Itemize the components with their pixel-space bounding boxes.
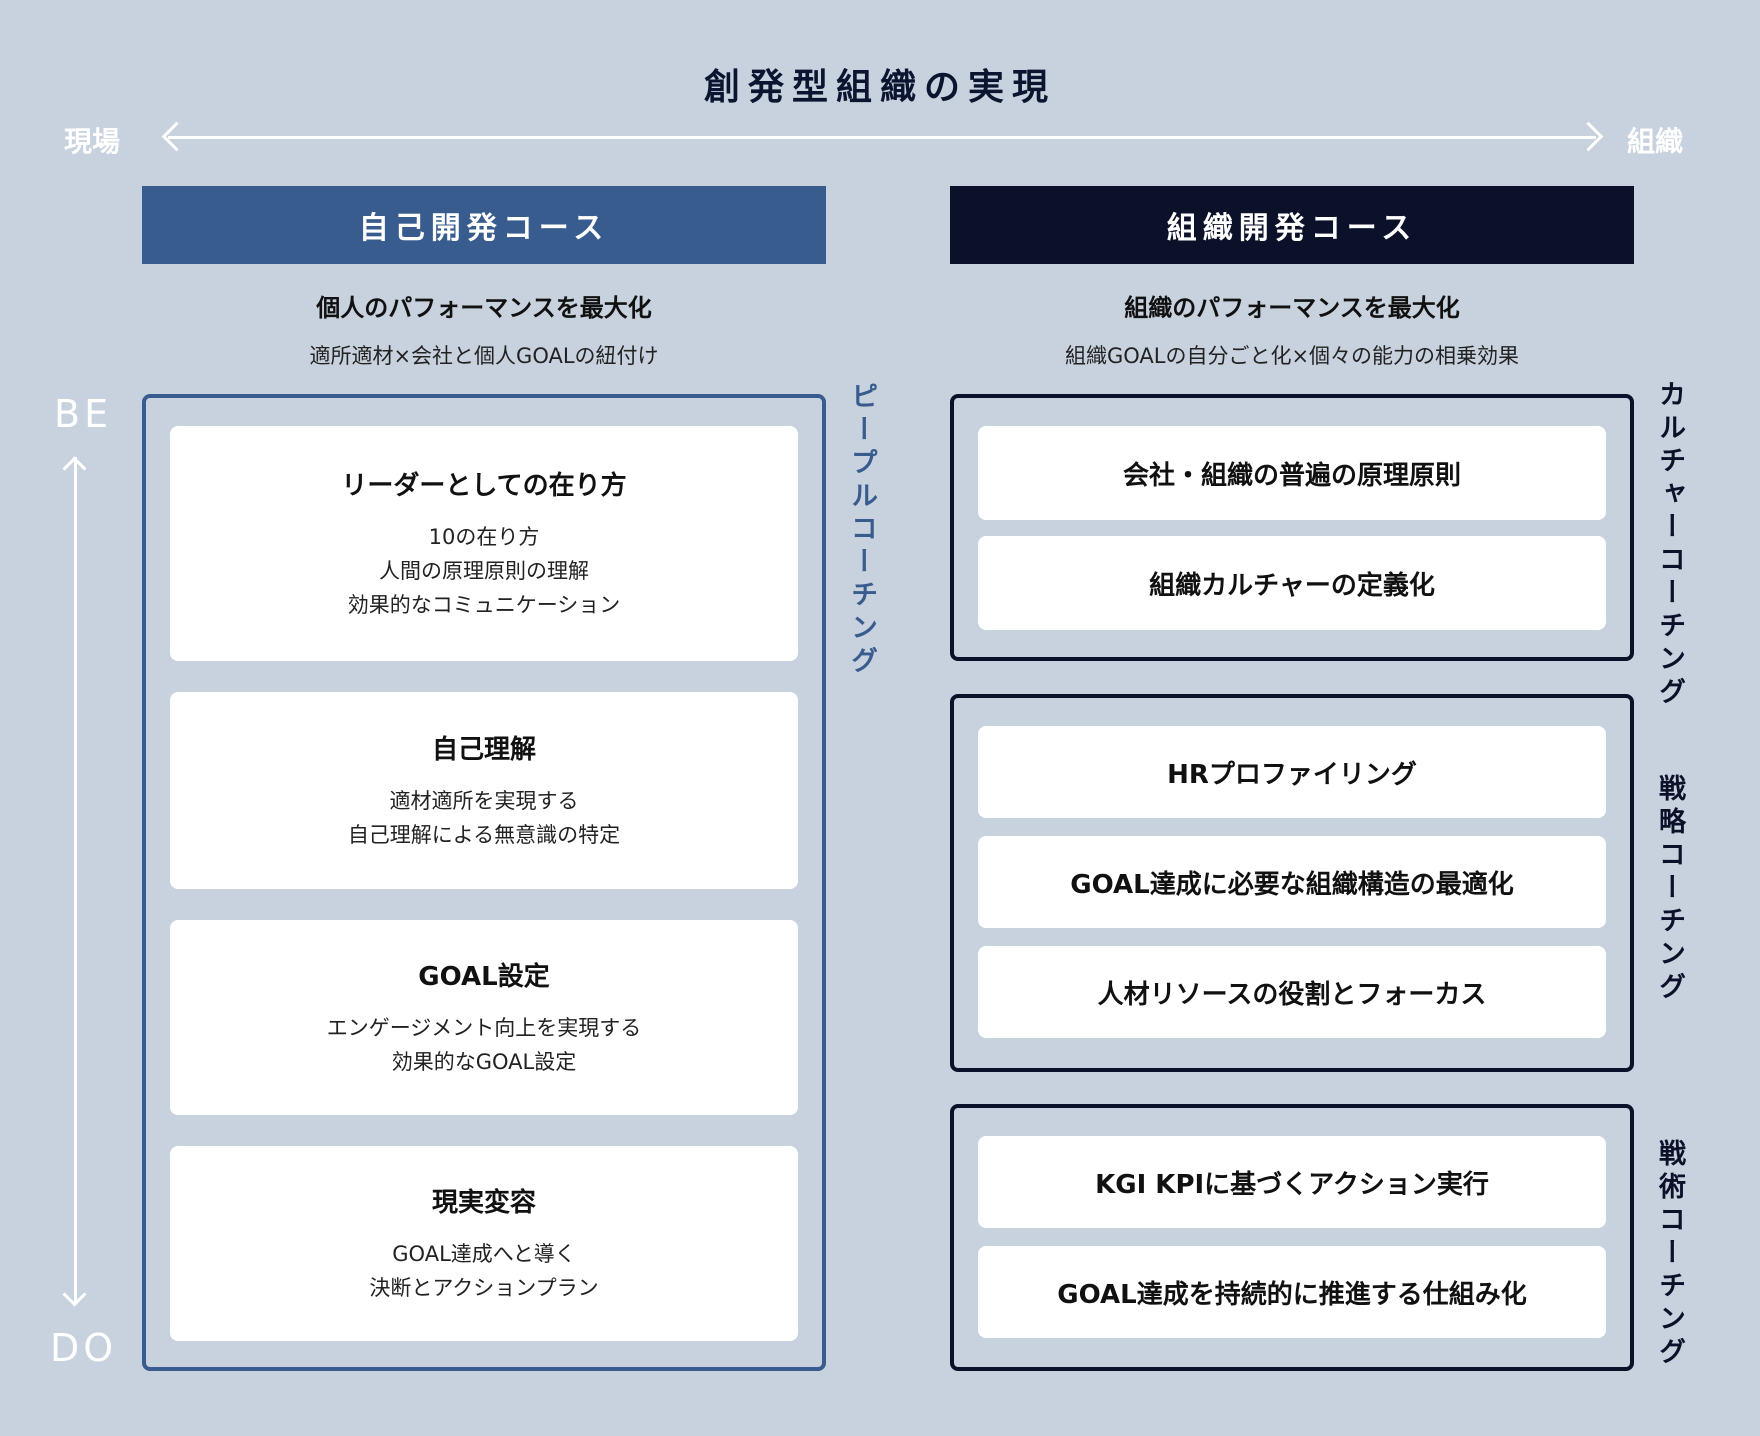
card-line: 効果的なコミュニケーション [347, 593, 621, 617]
card-line: 適材適所を実現する [389, 789, 579, 813]
item-title: KGI KPIに基づくアクション実行 [1095, 1169, 1489, 1200]
card-line: 効果的なGOAL設定 [391, 1050, 577, 1074]
self-development-course-header: 自己開発コース [142, 186, 826, 264]
axis-label-right: 組織 [1627, 125, 1684, 158]
course-card: リーダーとしての在り方 10の在り方 人間の原理原則の理解 効果的なコミュニケー… [170, 426, 798, 661]
card-title: 自己理解 [431, 735, 536, 765]
item-title: GOAL達成を持続的に推進する仕組み化 [1057, 1279, 1527, 1310]
culture-coaching-label: カルチャーコーチング [1654, 380, 1685, 710]
organization-development-course-header: 組織開発コース [950, 186, 1634, 264]
item-title: 組織カルチャーの定義化 [1149, 570, 1435, 601]
course-item: 人材リソースの役割とフォーカス [978, 946, 1606, 1038]
axis-label-do: DO [50, 1326, 118, 1370]
people-coaching-label: ピープルコーチング [846, 382, 877, 679]
card-title: GOAL設定 [418, 962, 550, 992]
item-title: GOAL達成に必要な組織構造の最適化 [1070, 869, 1514, 900]
course-card: 現実変容 GOAL達成へと導く 決断とアクションプラン [170, 1146, 798, 1341]
course-item: GOAL達成に必要な組織構造の最適化 [978, 836, 1606, 928]
arrow-right-icon [1573, 121, 1604, 152]
left-course-description: 適所適材×会社と個人GOALの紐付け [309, 344, 659, 368]
strategy-coaching-box [950, 694, 1634, 1072]
right-course-subtitle: 組織のパフォーマンスを最大化 [1124, 294, 1460, 322]
people-coaching-box [142, 394, 826, 1371]
item-title: 会社・組織の普遍の原理原則 [1122, 460, 1461, 491]
card-line: エンゲージメント向上を実現する [326, 1016, 642, 1040]
left-course-subtitle: 個人のパフォーマンスを最大化 [316, 294, 652, 322]
tactics-coaching-box [950, 1104, 1634, 1371]
course-card: GOAL設定 エンゲージメント向上を実現する 効果的なGOAL設定 [170, 920, 798, 1115]
horizontal-axis-line [168, 136, 1596, 139]
course-card: 自己理解 適材適所を実現する 自己理解による無意識の特定 [170, 692, 798, 889]
item-title: HRプロファイリング [1167, 759, 1417, 790]
card-line: 人間の原理原則の理解 [379, 559, 589, 583]
arrow-left-icon [161, 121, 192, 152]
vertical-axis-line [74, 457, 77, 1303]
course-item: GOAL達成を持続的に推進する仕組み化 [978, 1246, 1606, 1338]
arrow-up-icon [62, 456, 87, 481]
axis-label-be: BE [54, 392, 113, 436]
strategy-coaching-label: 戦略コーチング [1654, 774, 1685, 1005]
card-line: GOAL達成へと導く [392, 1242, 576, 1266]
culture-coaching-box [950, 394, 1634, 661]
card-title: リーダーとしての在り方 [341, 471, 627, 501]
card-line: 10の在り方 [428, 525, 540, 549]
right-course-description: 組織GOALの自分ごと化×個々の能力の相乗効果 [1064, 344, 1520, 368]
arrow-down-icon [62, 1282, 87, 1307]
course-item: 会社・組織の普遍の原理原則 [978, 426, 1606, 520]
course-item: 組織カルチャーの定義化 [978, 536, 1606, 630]
axis-label-left: 現場 [64, 125, 121, 158]
card-title: 現実変容 [431, 1188, 536, 1218]
page-title: 創発型組織の実現 [703, 67, 1056, 108]
card-line: 決断とアクションプラン [369, 1276, 599, 1300]
item-title: 人材リソースの役割とフォーカス [1097, 979, 1487, 1010]
tactics-coaching-label: 戦術コーチング [1654, 1139, 1685, 1370]
course-item: HRプロファイリング [978, 726, 1606, 818]
card-line: 自己理解による無意識の特定 [347, 823, 621, 847]
course-item: KGI KPIに基づくアクション実行 [978, 1136, 1606, 1228]
